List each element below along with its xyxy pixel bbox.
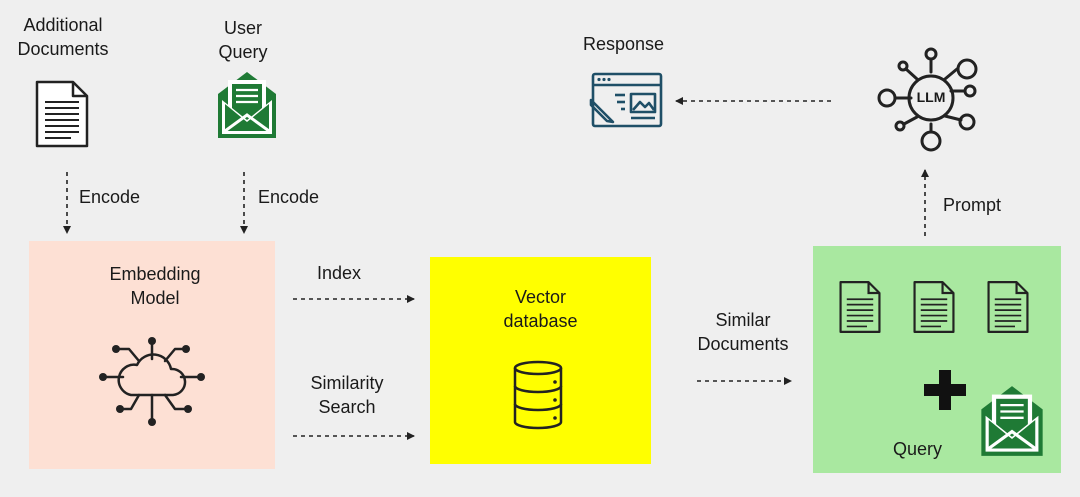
database-icon: [513, 360, 563, 430]
encode-label-right: Encode: [258, 187, 320, 207]
document-icon: [987, 281, 1029, 333]
llm-label: LLM: [916, 89, 946, 105]
envelope-icon: [218, 72, 276, 138]
llm-network-icon: [877, 47, 978, 152]
index-label: Index: [317, 263, 362, 283]
additional-documents-label: Additional Documents: [17, 15, 109, 59]
query-label: Query: [893, 439, 943, 459]
response-label: Response: [583, 34, 665, 54]
similarity-search-label: Similarity Search: [310, 373, 384, 417]
prompt-label: Prompt: [943, 195, 1002, 215]
vector-database-label: Vector database: [503, 287, 578, 331]
vector-database-box: [430, 257, 651, 464]
user-query-label: User Query: [218, 18, 268, 62]
browser-window-icon: [589, 72, 663, 128]
document-icon: [913, 281, 955, 333]
similar-documents-label: Similar Documents: [697, 310, 789, 354]
embedding-model-label: Embedding Model: [109, 264, 201, 308]
document-icon: [35, 80, 89, 148]
encode-label-left: Encode: [79, 187, 141, 207]
document-icon: [839, 281, 881, 333]
plus-icon: [924, 370, 966, 410]
cloud-network-icon: [99, 337, 205, 426]
envelope-icon: [981, 386, 1043, 456]
